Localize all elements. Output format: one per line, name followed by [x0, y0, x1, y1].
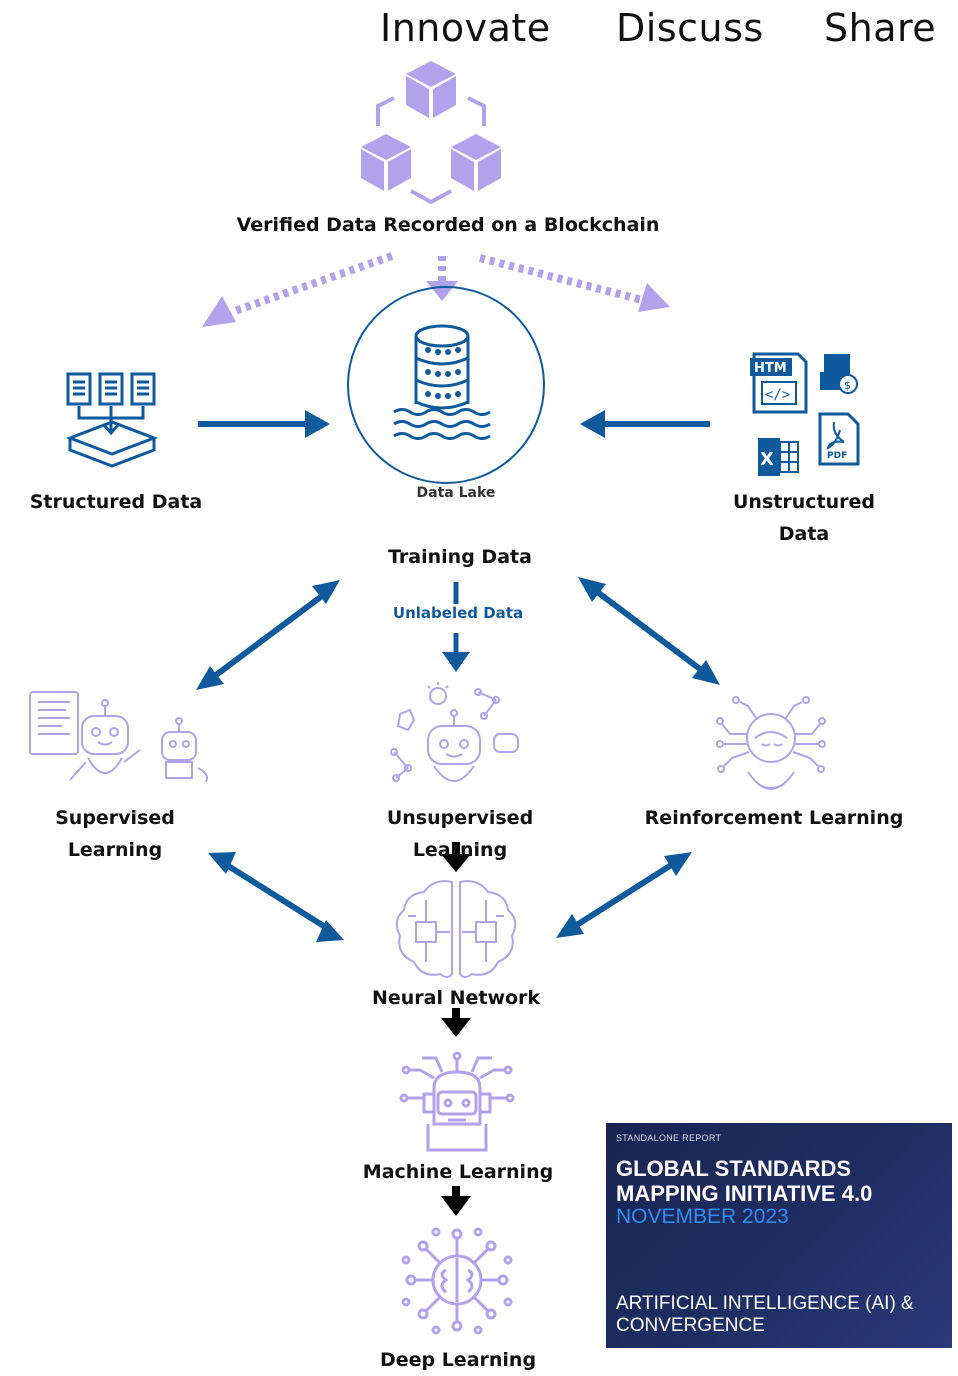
reinforcement-learning-label: Reinforcement Learning: [644, 807, 904, 829]
neural-network-label: Neural Network: [371, 987, 541, 1009]
report-title: GLOBAL STANDARDS MAPPING INITIATIVE 4.0: [616, 1156, 872, 1206]
arrowhead-datalake: [426, 281, 458, 301]
structured-data-label: Structured Data: [29, 491, 203, 513]
arrowhead-structured: [202, 296, 236, 327]
supervised-learning-label: Supervised Learning: [55, 807, 175, 861]
unlabeled-data-label: Unlabeled Data: [392, 604, 524, 622]
report-tag: STANDALONE REPORT: [616, 1133, 722, 1143]
deep-learning-label: Deep Learning: [379, 1349, 537, 1371]
unsupervised-learning-label: Unsupervised Learning: [386, 807, 534, 861]
report-title-line2: MAPPING INITIATIVE 4.0: [616, 1181, 873, 1206]
report-cover: STANDALONE REPORT GLOBAL STANDARDS MAPPI…: [606, 1123, 952, 1348]
pdf-file-icon: PDF: [818, 412, 860, 466]
deep-learning-brain-icon: [401, 1227, 513, 1335]
svg-text:PDF: PDF: [827, 451, 847, 461]
arrowhead-unstructured-to-lake: [580, 410, 605, 438]
blockchain-cubes-icon: [361, 61, 501, 205]
supervised-robots-icon: [29, 691, 208, 783]
svg-text:X: X: [760, 449, 774, 470]
training-data-label: Training Data: [388, 546, 532, 568]
svg-text:$: $: [844, 379, 851, 392]
invoice-icon: $: [820, 354, 858, 394]
blockchain-label: Verified Data Recorded on a Blockchain: [236, 214, 660, 236]
unstructured-data-label: Unstructured Data: [733, 491, 875, 545]
header-discuss: Discuss: [616, 6, 764, 50]
data-lake-icon: [347, 286, 545, 484]
machine-learning-label: Machine Learning: [362, 1161, 554, 1183]
arrowhead-structured-to-lake: [305, 410, 330, 438]
header-innovate: Innovate: [380, 6, 551, 50]
report-subtitle: ARTIFICIAL INTELLIGENCE (AI) & CONVERGEN…: [616, 1293, 914, 1336]
unsupervised-robot-icon: [390, 682, 519, 782]
neural-network-brain-icon: [395, 880, 517, 978]
excel-file-icon: X: [758, 438, 799, 476]
reinforcement-robot-icon: [716, 696, 826, 790]
svg-text:HTM: HTM: [754, 361, 787, 376]
report-title-line1: GLOBAL STANDARDS: [616, 1156, 852, 1181]
html-file-icon: HTM </>: [750, 352, 808, 414]
data-lake-label: Data Lake: [416, 485, 496, 501]
header-share: Share: [824, 6, 937, 50]
report-date: NOVEMBER 2023: [616, 1205, 789, 1228]
structured-documents-icon: [65, 372, 159, 468]
arrow-to-structured: [230, 252, 394, 316]
arrowhead-unstructured: [638, 283, 670, 312]
svg-text:</>: </>: [765, 387, 790, 403]
machine-learning-robot-icon: [399, 1051, 515, 1152]
arrow-to-unstructured: [478, 254, 644, 304]
unstructured-files-icon: HTM </> $ X PDF: [750, 352, 860, 476]
